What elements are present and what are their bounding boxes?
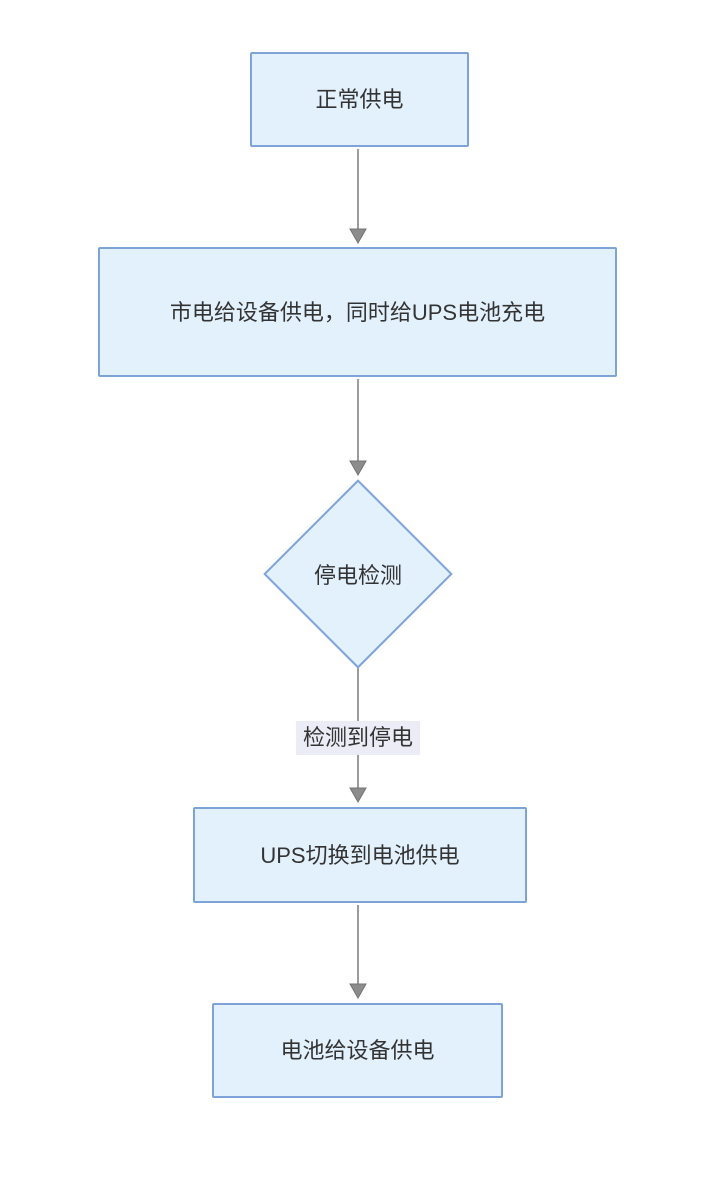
node-label: 电池给设备供电 [280, 1038, 435, 1063]
edge-label-outage-detected: 检测到停电 [295, 720, 421, 756]
node-ups-switch-to-battery: UPS切换到电池供电 [193, 807, 527, 903]
node-label: 正常供电 [315, 87, 404, 112]
node-battery-powers-equipment: 电池给设备供电 [212, 1003, 503, 1098]
node-mains-powers-and-charges: 市电给设备供电，同时给UPS电池充电 [98, 247, 617, 377]
node-label: 市电给设备供电，同时给UPS电池充电 [169, 299, 546, 325]
node-normal-supply: 正常供电 [250, 52, 469, 147]
node-label: 停电检测 [313, 563, 402, 588]
node-label: UPS切换到电池供电 [260, 842, 460, 868]
decision-outage-detection: 停电检测 [263, 479, 453, 669]
